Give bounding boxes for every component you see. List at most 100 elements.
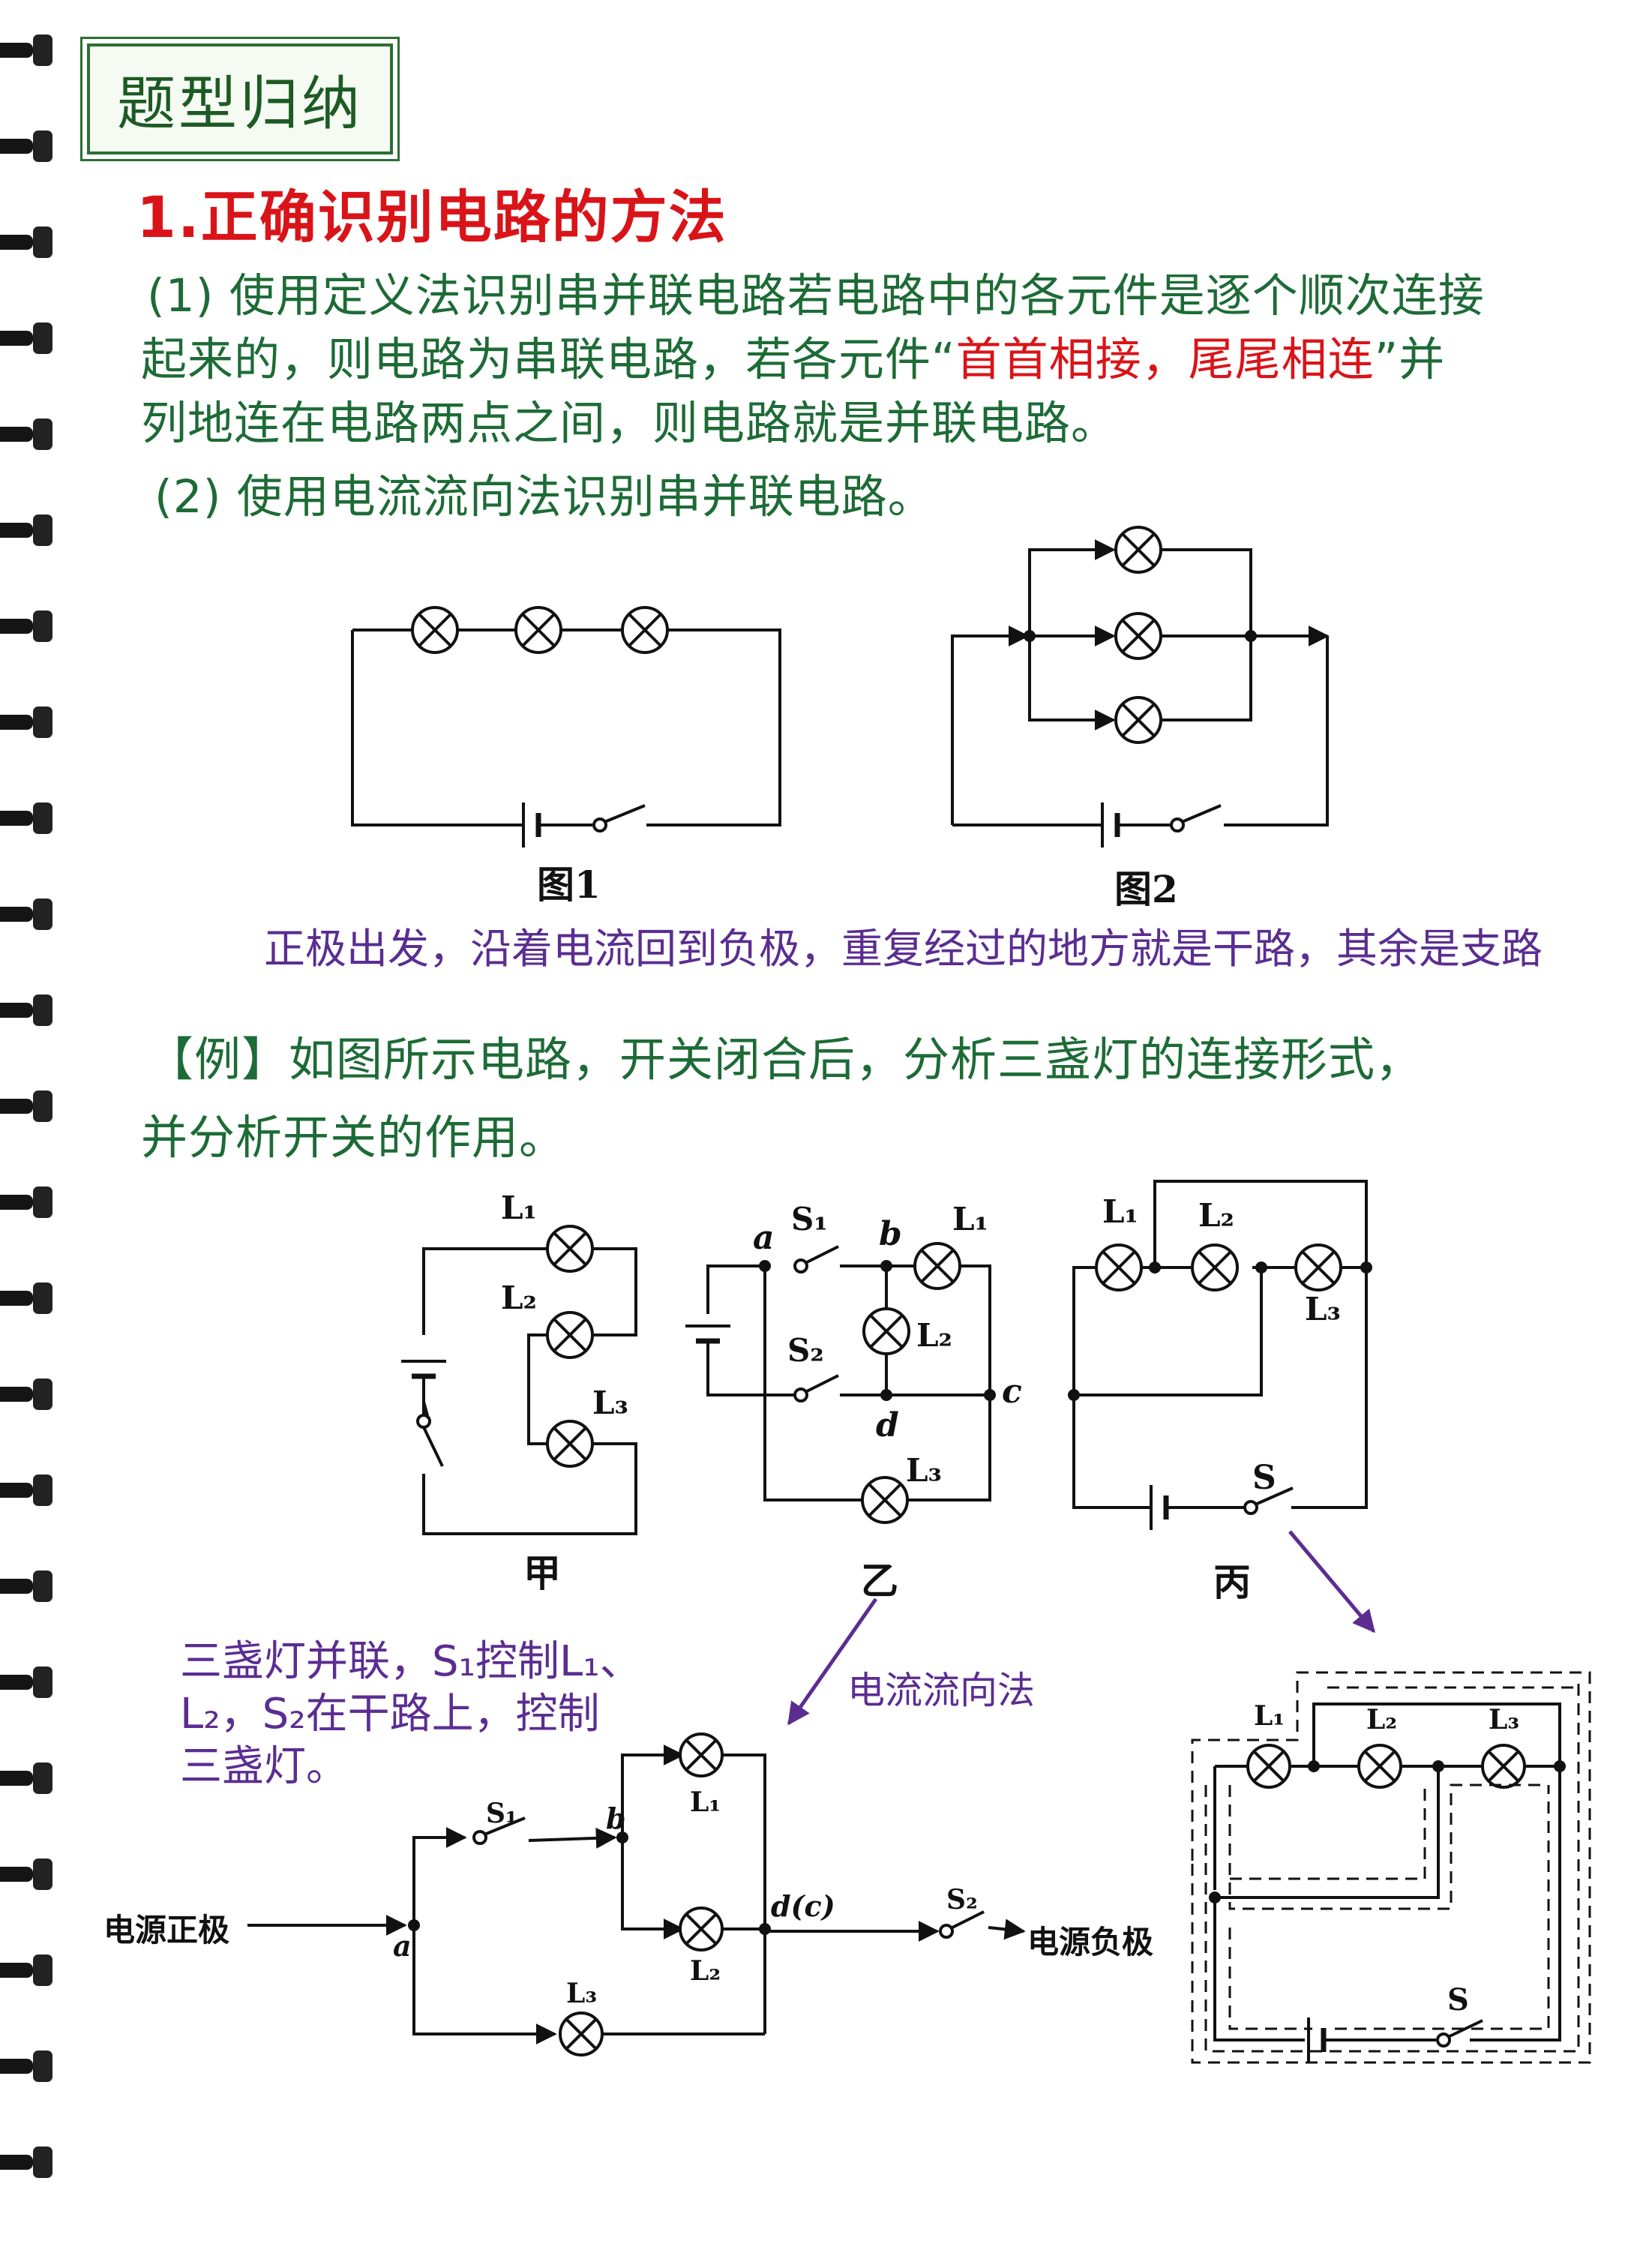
switch-blade (805, 1245, 839, 1264)
switch-pivot (1243, 1500, 1258, 1515)
switch-blade (422, 1401, 430, 1419)
circuit-wire (907, 1264, 991, 1502)
lamp-icon (1114, 696, 1162, 744)
current-path-outline (1191, 1671, 1591, 2064)
spiral-ring (0, 1952, 54, 1989)
circuit-label: L₂ (501, 1280, 537, 1316)
lamp-cross (418, 613, 452, 647)
circuit-jia-label: 甲 (523, 1551, 561, 1595)
current-path-outline (1230, 1785, 1426, 1880)
spiral-ring (0, 416, 54, 453)
circuit-wire (1312, 1702, 1561, 2042)
circuit-wire (621, 1754, 682, 1838)
lamp-icon (679, 1906, 724, 1952)
circuit-label: S (1447, 1982, 1469, 2018)
circuit-wire (1074, 1268, 1263, 1396)
section-title: 题型归纳 (116, 70, 363, 138)
method2-line: (2) 使用电流流向法识别串并联电路。 (154, 470, 934, 524)
circuit-wire (527, 1334, 547, 1445)
spiral-ring (0, 320, 54, 357)
circuit-wire (592, 1247, 637, 1336)
spiral-ring (0, 1760, 54, 1797)
circuit-label: a (393, 1929, 412, 1963)
lamp-cross (1301, 1250, 1336, 1285)
circuit-wire (1215, 1766, 1440, 1899)
circuit-wire (412, 1836, 465, 1925)
lamp-cross (868, 1483, 902, 1517)
circuit-label: L₂ (690, 1955, 721, 1987)
circuit-wire (706, 1341, 795, 1396)
circuit-wire (1072, 1266, 1096, 1395)
lamp-cross (1121, 619, 1156, 653)
circuit-label: L₁ (501, 1190, 537, 1226)
lamp-cross (553, 1232, 587, 1266)
switch-pivot (592, 818, 607, 832)
circuit-label: b (606, 1802, 626, 1835)
lamp-icon (546, 1420, 594, 1468)
circuit-wire (988, 1918, 1026, 1940)
circuit-label: c (1002, 1372, 1022, 1411)
circuit-wire (351, 754, 523, 826)
spiral-ring (0, 1184, 54, 1221)
switch-pivot (1436, 2032, 1451, 2048)
heading-method: 1.正确识别电路的方法 (136, 184, 727, 250)
spiral-ring (0, 2048, 54, 2085)
circuit-wire (763, 1266, 862, 1502)
lamp-icon (1191, 1244, 1239, 1292)
current-path-outline (1204, 1684, 1580, 2053)
lamp-icon (861, 1476, 909, 1524)
method1-line3: 列地连在电路两点之间，则电路就是并联电路。 (141, 397, 1118, 450)
switch-pivot (793, 1258, 808, 1274)
lamp-cross (685, 1738, 718, 1772)
analysis-note-line2: L₂，S₂在干路上，控制 (180, 1690, 600, 1738)
analysis-note-line3: 三盏灯。 (180, 1742, 348, 1791)
lamp-cross (920, 1249, 955, 1283)
lamp-cross (1121, 532, 1156, 567)
circuit-wire (1213, 1898, 1305, 2042)
circuit-label: S₂ (946, 1884, 978, 1916)
circuit-bing-label: 丙 (1213, 1560, 1251, 1604)
example-line2: 并分析开关的作用。 (141, 1110, 567, 1165)
lamp-icon (862, 1307, 910, 1355)
circuit-label: S₂ (787, 1332, 824, 1369)
lamp-cross (1487, 1750, 1520, 1783)
switch-blade (484, 1816, 526, 1836)
circuit-wire (1291, 1266, 1368, 1509)
lamp-cross (869, 1314, 904, 1348)
spiral-ring (0, 1280, 54, 1317)
method1-highlight: 首首相接，尾尾相连 (955, 333, 1375, 386)
lamp-cross (553, 1318, 587, 1352)
lamp-icon (1294, 1244, 1342, 1292)
lamp-icon (1114, 612, 1162, 660)
circuit-wire (621, 1838, 682, 1930)
lamp-icon (1481, 1744, 1526, 1789)
current-path-outline (1335, 1785, 1550, 2030)
circuit-label: L₃ (566, 1978, 597, 2009)
current-path-outline (1228, 1784, 1543, 1910)
lamp-cross (1121, 703, 1156, 737)
switch-blade (950, 1910, 985, 1930)
lamp-icon (621, 606, 669, 654)
lamp-cross (521, 613, 556, 647)
spiral-ring (0, 608, 54, 645)
notebook-spiral-binding (0, 0, 67, 2250)
lamp-cross (1102, 1250, 1136, 1285)
circuit-label: d(c) (771, 1889, 835, 1923)
lamp-cross (628, 613, 662, 647)
circuit-label: d (876, 1406, 899, 1444)
lamp-icon (514, 606, 562, 654)
lamp-icon (546, 1225, 594, 1273)
lamp-cross (1252, 1750, 1285, 1783)
circuit-label: L₃ (592, 1384, 628, 1421)
spiral-ring (0, 128, 54, 165)
spiral-ring (0, 800, 54, 837)
switch-pivot (472, 1830, 487, 1845)
circuit-wire (706, 1264, 765, 1314)
lamp-cross (1363, 1750, 1396, 1783)
spiral-ring (0, 1088, 54, 1125)
circuit-wire (528, 1827, 617, 1849)
spiral-ring (0, 32, 54, 69)
circuit-wire (1153, 1180, 1368, 1268)
circuit-wire (646, 628, 781, 826)
